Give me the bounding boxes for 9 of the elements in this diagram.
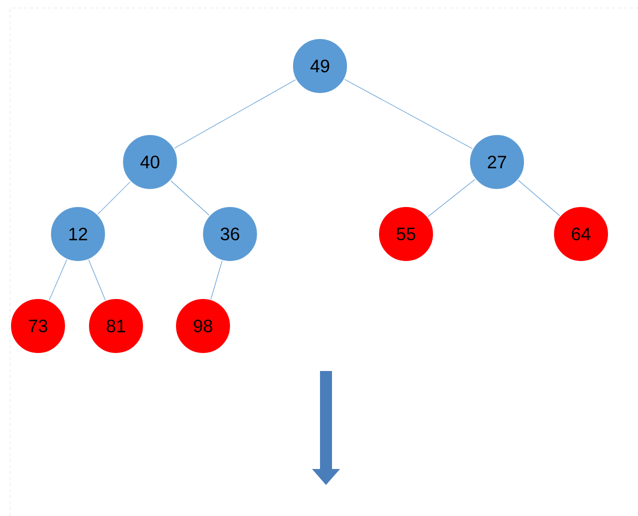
tree-edge [344,79,473,149]
tree-edge [174,79,296,149]
tree-edge [170,180,210,216]
tree-edge [518,180,560,216]
tree-edge [428,179,476,217]
tree-edge [210,260,222,300]
tree-edge [88,260,106,300]
tree-edge [48,259,68,301]
tree-edge [98,182,130,214]
